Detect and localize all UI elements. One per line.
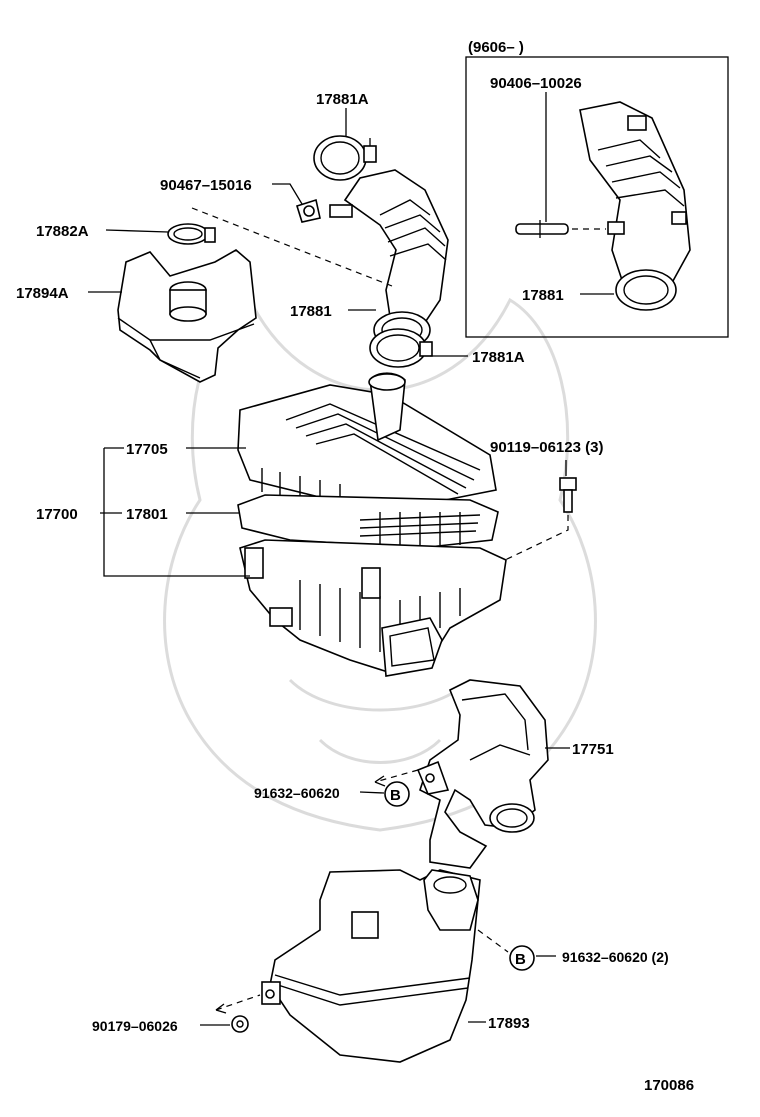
clamp-bottom-part	[369, 328, 433, 368]
label-17881A-top: 17881A	[316, 91, 369, 108]
callout-b-upper: B	[384, 781, 410, 807]
clamp-top-part	[313, 135, 377, 181]
label-inlet: 17751	[572, 741, 614, 758]
lower-duct-part	[261, 869, 481, 1063]
label-lower-bolt: 91632–60620 (2)	[562, 949, 669, 965]
resonator-part	[117, 249, 257, 383]
label-cap: 17705	[126, 441, 168, 458]
label-element: 17801	[126, 506, 168, 523]
inset-date-range: (9606– )	[468, 39, 524, 56]
inset-clip-part	[515, 220, 606, 238]
svg-text:B: B	[515, 951, 526, 968]
label-17881A-bottom: 17881A	[472, 349, 525, 366]
lower-duct-dash	[215, 929, 509, 1014]
band-part	[167, 223, 216, 245]
label-inset-clip: 90406–10026	[490, 75, 582, 92]
label-assembly: 17700	[36, 506, 78, 523]
inlet-bolt-leader	[374, 769, 419, 787]
label-lower-duct: 17893	[488, 1015, 530, 1032]
inset-frame	[465, 56, 729, 338]
hose-clip-part	[295, 198, 321, 223]
label-nut: 90179–06026	[92, 1018, 178, 1034]
filter-element-part	[237, 494, 499, 549]
label-hose-inset: 17881	[522, 287, 564, 304]
air-cleaner-cap-part	[237, 372, 497, 513]
label-hose: 17881	[290, 303, 332, 320]
label-inlet-bolt: 91632–60620	[254, 785, 340, 801]
nut-part	[231, 1015, 249, 1033]
leader-lines	[88, 92, 614, 1026]
diagram-code: 170086	[644, 1077, 694, 1094]
callout-b-lower: B	[509, 945, 535, 971]
air-inlet-part	[416, 679, 549, 869]
air-cleaner-case-part	[239, 539, 507, 677]
label-hose-clip: 90467–15016	[160, 177, 252, 194]
hose-part	[329, 169, 449, 349]
svg-text:B: B	[390, 787, 401, 804]
inset-hose-part	[579, 101, 691, 311]
bolt-part	[504, 477, 577, 561]
label-bolt: 90119–06123 (3)	[490, 439, 603, 456]
label-band: 17882A	[36, 223, 89, 240]
label-resonator: 17894A	[16, 285, 69, 302]
